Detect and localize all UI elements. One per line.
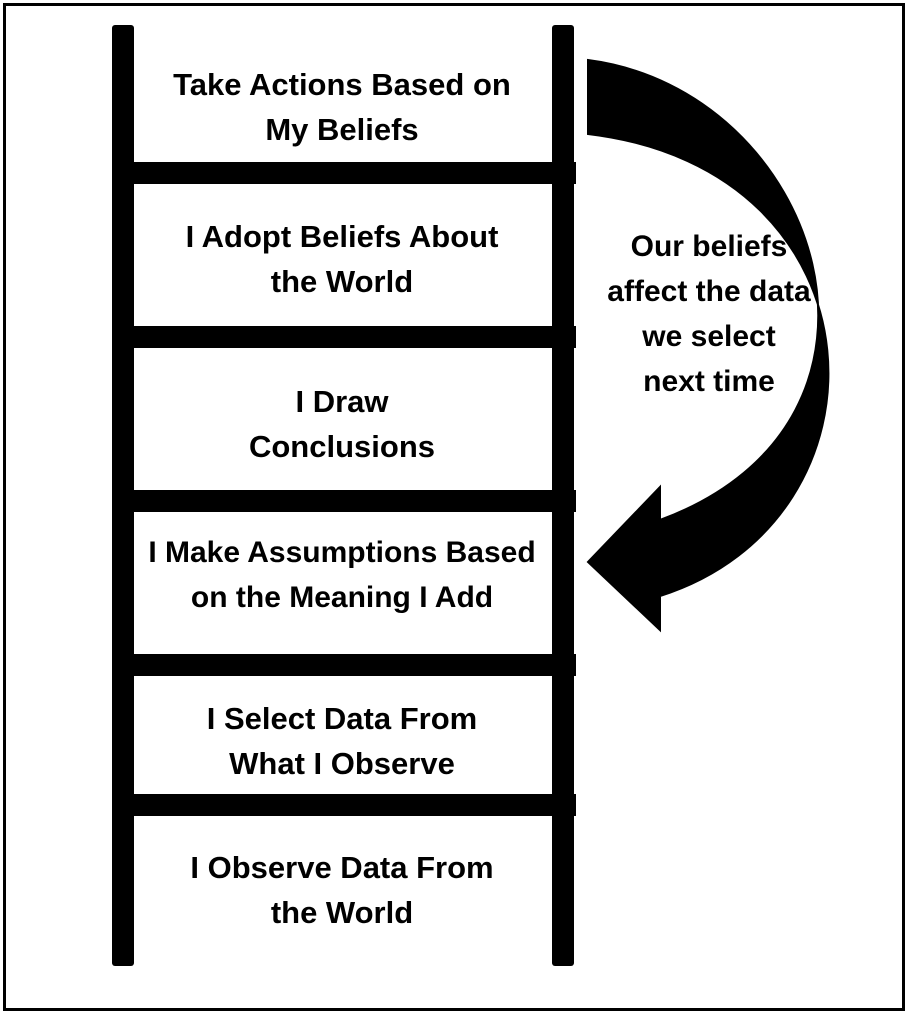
ladder-step-observe-data: I Observe Data From the World <box>190 849 494 930</box>
ladder-step-draw-conclusions: I Draw Conclusions <box>248 383 435 464</box>
ladder-rung <box>112 794 576 816</box>
ladder-step-take-actions: Take Actions Based on My Beliefs <box>173 66 511 147</box>
ladder-step-adopt-beliefs: I Adopt Beliefs About the World <box>185 218 499 299</box>
ladder-step-select-data: I Select Data From What I Observe <box>206 700 478 781</box>
ladder-rung <box>112 326 576 348</box>
ladder-rung <box>112 654 576 676</box>
ladder-rung <box>112 162 576 184</box>
ladder-step-make-assumptions: I Make Assumptions Based on the Meaning … <box>148 535 536 614</box>
ladder-rung <box>112 490 576 512</box>
arrow-annotation: Our beliefs affect the data we select ne… <box>607 230 811 398</box>
